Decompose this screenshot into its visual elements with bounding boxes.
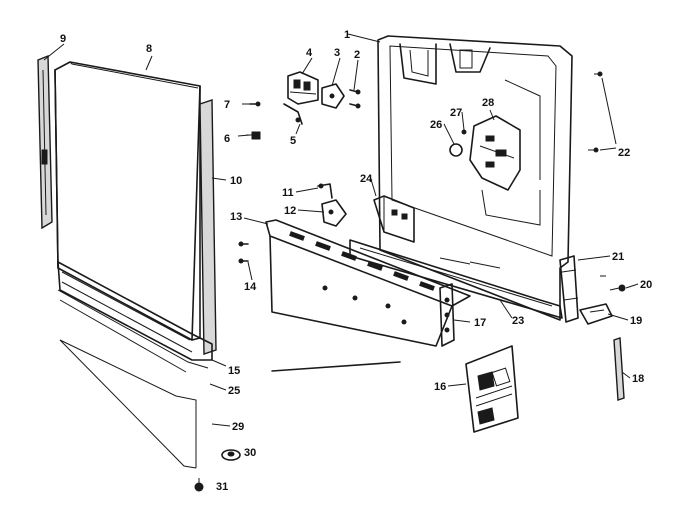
callout-13: 13 bbox=[230, 211, 242, 223]
callout-15: 15 bbox=[228, 365, 240, 377]
callout-22: 22 bbox=[618, 147, 630, 159]
part-10-vertical-trim bbox=[199, 99, 217, 355]
part-20-screw bbox=[600, 275, 626, 292]
callout-23: 23 bbox=[512, 315, 524, 327]
callout-28: 28 bbox=[482, 97, 494, 109]
part-29-lower-panel bbox=[59, 339, 197, 469]
callout-17: 17 bbox=[474, 317, 486, 329]
callout-29: 29 bbox=[232, 421, 244, 433]
callout-11: 11 bbox=[282, 187, 294, 199]
callout-9: 9 bbox=[60, 33, 66, 45]
part-23-hinge-bar bbox=[349, 239, 563, 319]
callout-26: 26 bbox=[430, 119, 442, 131]
callout-3: 3 bbox=[334, 47, 340, 59]
callout-14: 14 bbox=[244, 281, 257, 293]
callout-10: 10 bbox=[230, 175, 242, 187]
leader-long bbox=[271, 361, 401, 372]
part-15-bottom-channel bbox=[57, 261, 213, 361]
callout-6: 6 bbox=[224, 133, 230, 145]
part-19-bracket bbox=[579, 303, 613, 325]
callout-2: 2 bbox=[354, 49, 360, 61]
callout-5: 5 bbox=[290, 135, 296, 147]
callout-24: 24 bbox=[360, 173, 373, 185]
part-18-rod bbox=[613, 337, 625, 401]
part-7-screw bbox=[249, 101, 261, 107]
part-9-side-trim bbox=[37, 54, 53, 230]
callout-12: 12 bbox=[284, 205, 296, 217]
leader-lines bbox=[43, 33, 639, 427]
part-17-bracket bbox=[439, 283, 455, 347]
part-24-latch-bracket bbox=[373, 195, 415, 243]
callout-31: 31 bbox=[216, 481, 228, 493]
callout-21: 21 bbox=[612, 251, 624, 263]
callout-8: 8 bbox=[146, 43, 152, 55]
callout-30: 30 bbox=[244, 447, 256, 459]
part-4-latch-assembly bbox=[287, 71, 319, 105]
part-28-dispenser bbox=[469, 115, 521, 191]
part-26-knob bbox=[449, 143, 463, 157]
part-2-screws bbox=[349, 89, 361, 109]
part-30-foot bbox=[221, 449, 241, 461]
callout-labels: 1 2 3 4 5 6 7 8 9 10 11 12 13 14 15 16 1… bbox=[60, 29, 652, 493]
part-11-clip bbox=[317, 183, 333, 199]
part-22-screw bbox=[588, 71, 603, 153]
part-13-lower-panel bbox=[265, 219, 471, 347]
callout-18: 18 bbox=[632, 373, 644, 385]
callout-4: 4 bbox=[306, 47, 313, 59]
callout-1: 1 bbox=[344, 29, 350, 41]
part-31-screw bbox=[194, 478, 204, 492]
callout-19: 19 bbox=[630, 315, 642, 327]
callout-20: 20 bbox=[640, 279, 652, 291]
part-1-inner-door-liner bbox=[377, 35, 573, 321]
callout-7: 7 bbox=[224, 99, 230, 111]
callout-25: 25 bbox=[228, 385, 240, 397]
part-14-screws bbox=[238, 241, 249, 264]
part-5-spring-arm bbox=[283, 103, 303, 125]
part-25-kick-plate bbox=[57, 289, 209, 373]
callout-16: 16 bbox=[434, 381, 446, 393]
part-21-side-hinge bbox=[559, 255, 579, 323]
part-16-instruction-label bbox=[465, 345, 519, 433]
callout-27: 27 bbox=[450, 107, 462, 119]
part-27-screw bbox=[461, 129, 467, 135]
part-3-hinge-plate bbox=[321, 83, 345, 109]
part-12-bracket bbox=[321, 199, 347, 227]
